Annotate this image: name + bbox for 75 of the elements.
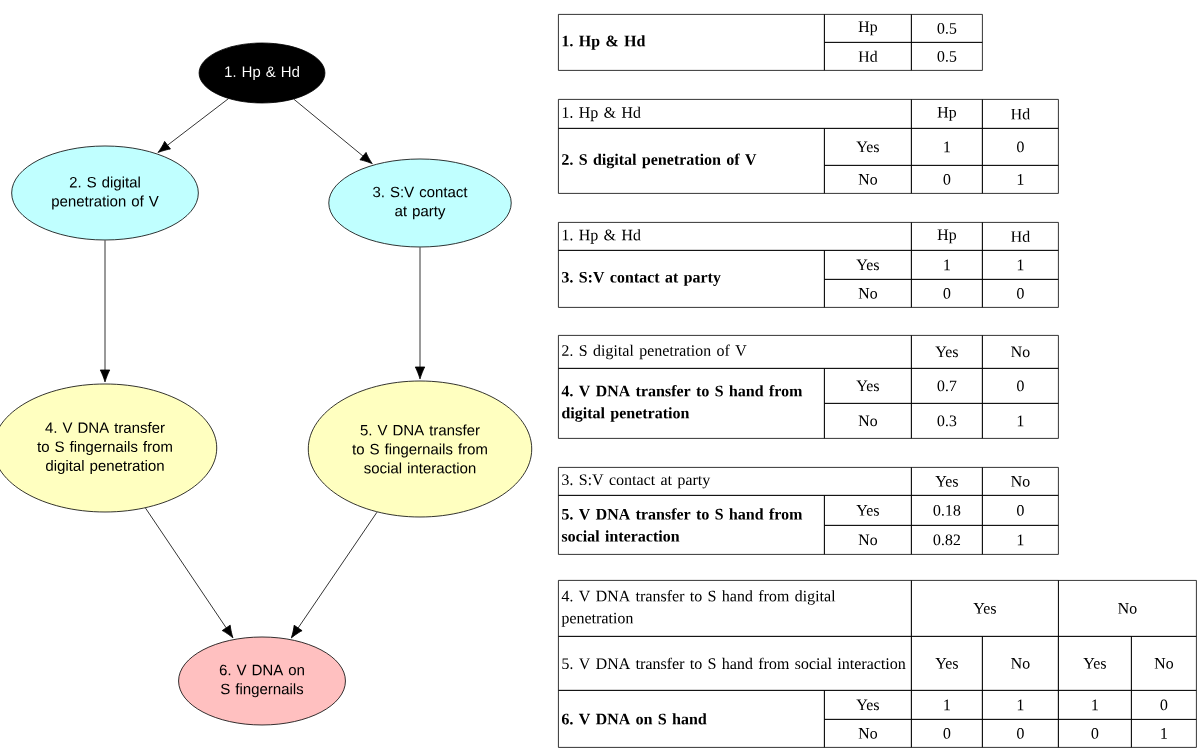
table-cell: 1. Hp & Hd (558, 222, 912, 251)
table-cell: 1 (911, 250, 983, 280)
table-cell: 0 (982, 719, 1059, 748)
table-cell: 2. S digital penetration of V (558, 128, 825, 194)
table-cell: 0 (911, 279, 983, 308)
table-cell: Hd (982, 99, 1059, 129)
table-cell: 0.5 (911, 42, 983, 71)
ellipse-node: 3. S:V contact at party (328, 158, 512, 248)
table-cell: 1 (982, 690, 1059, 720)
ellipse-node: 6. V DNA on S fingernails (178, 636, 346, 726)
table-cell: Yes (824, 250, 912, 280)
table-cell: No (824, 403, 912, 439)
arrow (290, 511, 378, 639)
arrow (145, 507, 234, 639)
table-cell: 4. V DNA transfer to S hand from digital penetration (558, 580, 912, 637)
table-cell: 4. V DNA transfer to S hand from digital penetration (558, 368, 825, 439)
table-cell: 2. S digital penetration of V (558, 335, 912, 369)
table-cell: Yes (911, 580, 1059, 637)
table-cell: No (982, 467, 1059, 496)
table-cell: 0 (1131, 690, 1197, 720)
table-cell: No (982, 335, 1059, 369)
table-cell: 0 (982, 495, 1059, 526)
ellipse-node: 5. V DNA transfer to S fingernails from social interaction (307, 380, 533, 518)
arrow (414, 247, 426, 380)
table-cell: 0 (1058, 719, 1132, 748)
table-cell: 1 (1131, 719, 1197, 748)
table-cell: 0.82 (911, 525, 983, 555)
table-cell: Yes (911, 636, 983, 691)
table-cell: 1 (982, 403, 1059, 439)
table-cell: 0.18 (911, 495, 983, 526)
table-cell: 0 (911, 165, 983, 194)
table-cell: No (824, 279, 912, 308)
table-cell: Yes (824, 128, 912, 166)
table-cell: No (824, 719, 912, 748)
table-cell: 3. S:V contact at party (558, 250, 825, 308)
table-cell: 1 (982, 525, 1059, 555)
table-cell: Hp (824, 14, 912, 43)
table-cell: Yes (1058, 636, 1132, 691)
table-cell: Hd (982, 222, 1059, 251)
arrow (293, 98, 373, 165)
table-cell: 1 (982, 165, 1059, 194)
table-cell: Yes (824, 368, 912, 404)
table-cell: Yes (911, 467, 983, 496)
table-cell: 0 (982, 368, 1059, 404)
table-cell: No (824, 165, 912, 194)
table-cell: No (982, 636, 1059, 691)
table-cell: 0.5 (911, 14, 983, 43)
table-cell: 0 (982, 128, 1059, 166)
table-cell: Hp (911, 99, 983, 129)
table-cell: 1. Hp & Hd (558, 14, 825, 71)
ellipse-node: 1. Hp & Hd (198, 42, 326, 104)
table-cell: 1 (982, 250, 1059, 280)
table-cell: 6. V DNA on S hand (558, 690, 825, 748)
table-cell: 3. S:V contact at party (558, 467, 912, 496)
table-cell: Yes (824, 495, 912, 526)
table-cell: Hd (824, 42, 912, 71)
arrow (99, 240, 111, 383)
table-cell: 1. Hp & Hd (558, 99, 912, 129)
table-cell: 0.3 (911, 403, 983, 439)
table-cell: 0.7 (911, 368, 983, 404)
arrow (157, 98, 229, 153)
table-cell: 5. V DNA transfer to S hand from social interaction (558, 636, 912, 691)
table-cell: Hp (911, 222, 983, 251)
table-cell: 0 (982, 279, 1059, 308)
table-cell: 1 (1058, 690, 1132, 720)
table-cell: Yes (824, 690, 912, 720)
table-cell: No (1058, 580, 1197, 637)
table-cell: Yes (911, 335, 983, 369)
table-cell: 1 (911, 690, 983, 720)
ellipse-node: 2. S digital penetration of V (11, 145, 199, 241)
table-cell: 5. V DNA transfer to S hand from social interaction (558, 495, 825, 555)
table-cell: 0 (911, 719, 983, 748)
table-cell: 1 (911, 128, 983, 166)
table-cell: No (824, 525, 912, 555)
table-cell: No (1131, 636, 1197, 691)
